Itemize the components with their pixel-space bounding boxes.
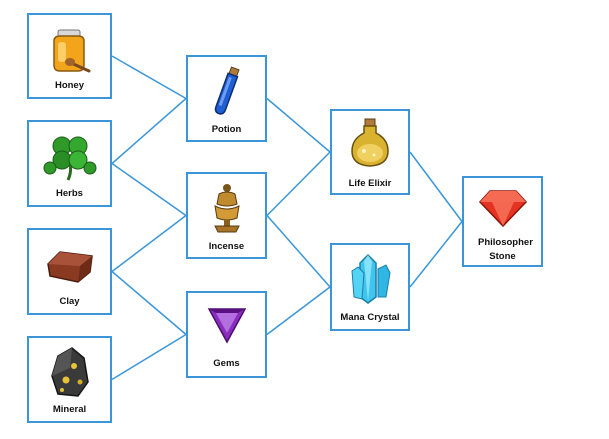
node-herbs[interactable]: Herbs bbox=[27, 120, 112, 207]
purple-gem-icon bbox=[207, 308, 246, 344]
node-mineral[interactable]: Mineral bbox=[27, 336, 112, 423]
clay-brick-icon bbox=[46, 251, 93, 283]
node-label: Herbs bbox=[56, 188, 83, 199]
node-clay[interactable]: Clay bbox=[27, 228, 112, 315]
honey-jar-icon bbox=[52, 29, 90, 73]
connector-clay-incense bbox=[111, 214, 187, 273]
connector-potion-elixir bbox=[266, 97, 331, 153]
node-label: Life Elixir bbox=[348, 178, 392, 189]
potion-vial-icon bbox=[214, 66, 240, 115]
node-label: Gems bbox=[213, 358, 240, 369]
node-label: Potion bbox=[211, 124, 242, 135]
node-label: Mana Crystal bbox=[340, 312, 400, 323]
node-label: Clay bbox=[59, 296, 80, 307]
node-label: Philosopher Stone bbox=[478, 237, 533, 262]
connector-honey-potion bbox=[111, 55, 187, 100]
connector-herbs-incense bbox=[111, 162, 187, 217]
node-philosopher-stone[interactable]: Philosopher Stone bbox=[462, 176, 543, 267]
blue-crystal-icon bbox=[351, 253, 391, 304]
connector-incense-crystal bbox=[266, 215, 331, 288]
connector-mineral-gems bbox=[111, 333, 187, 381]
connector-clay-gems bbox=[111, 270, 187, 336]
red-gem-icon bbox=[478, 190, 527, 228]
connector-herbs-potion bbox=[111, 97, 187, 165]
clover-icon bbox=[43, 136, 96, 181]
elixir-flask-icon bbox=[351, 118, 389, 167]
node-label: Mineral bbox=[52, 404, 87, 415]
node-label: Honey bbox=[54, 80, 85, 91]
node-elixir[interactable]: Life Elixir bbox=[330, 109, 410, 195]
connector-elixir-stone bbox=[409, 151, 463, 222]
connector-gems-crystal bbox=[266, 286, 331, 336]
connector-crystal-stone bbox=[409, 221, 463, 288]
node-crystal[interactable]: Mana Crystal bbox=[330, 243, 410, 331]
node-incense[interactable]: Incense bbox=[186, 172, 267, 259]
node-gems[interactable]: Gems bbox=[186, 291, 267, 378]
node-honey[interactable]: Honey bbox=[27, 13, 112, 99]
node-potion[interactable]: Potion bbox=[186, 55, 267, 142]
ore-rock-icon bbox=[50, 347, 89, 397]
incense-burner-icon bbox=[213, 184, 240, 233]
connector-incense-elixir bbox=[266, 151, 331, 217]
node-label: Incense bbox=[208, 241, 245, 252]
